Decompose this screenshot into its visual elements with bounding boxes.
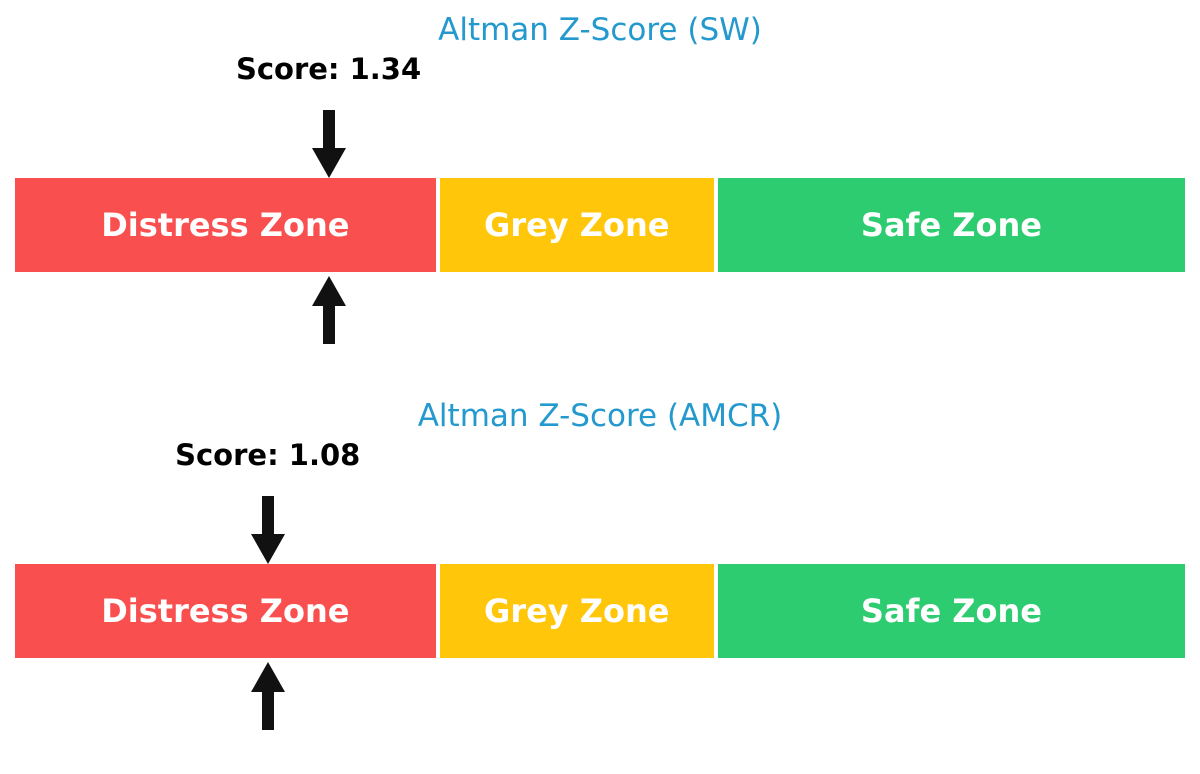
zone-grey: Grey Zone	[439, 178, 714, 272]
up-arrow-icon	[250, 662, 285, 730]
zone-label: Distress Zone	[101, 592, 350, 630]
zone-label: Safe Zone	[860, 206, 1042, 244]
zone-label: Distress Zone	[101, 206, 350, 244]
zone-label: Safe Zone	[860, 592, 1042, 630]
zscore-chart-sw: Altman Z-Score (SW) Score: 1.34 Distress…	[0, 0, 1200, 346]
zone-safe: Safe Zone	[717, 564, 1185, 658]
down-arrow-icon	[311, 110, 346, 178]
chart-title: Altman Z-Score (AMCR)	[417, 398, 783, 434]
zscore-chart-amcr: Altman Z-Score (AMCR) Score: 1.08 Distre…	[0, 386, 1200, 774]
up-arrow-icon	[311, 276, 346, 344]
zone-label: Grey Zone	[484, 592, 670, 630]
down-arrow-icon	[250, 496, 285, 564]
chart-title: Altman Z-Score (SW)	[438, 12, 762, 48]
zone-distress: Distress Zone	[15, 564, 436, 658]
zone-grey: Grey Zone	[439, 564, 714, 658]
zone-distress: Distress Zone	[15, 178, 436, 272]
plot-area: Score: 1.34 Distress Zone Grey Zone Safe…	[15, 0, 1185, 346]
score-label: Score: 1.34	[235, 52, 422, 86]
zone-label: Grey Zone	[484, 206, 670, 244]
score-label: Score: 1.08	[175, 438, 361, 472]
plot-area: Score: 1.08 Distress Zone Grey Zone Safe…	[15, 386, 1185, 774]
zone-bar: Distress Zone Grey Zone Safe Zone	[15, 178, 1185, 272]
zone-bar: Distress Zone Grey Zone Safe Zone	[15, 564, 1185, 658]
zone-safe: Safe Zone	[717, 178, 1185, 272]
